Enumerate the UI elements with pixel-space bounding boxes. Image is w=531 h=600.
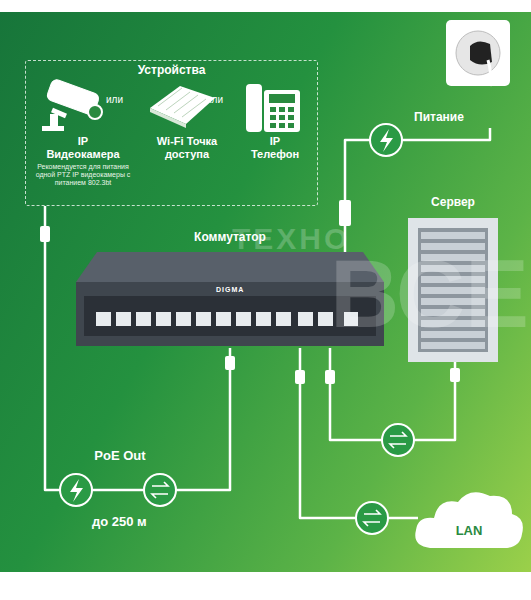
rack-slot	[421, 298, 485, 305]
rack-slot	[421, 254, 485, 261]
cable	[345, 128, 490, 252]
rack-slot	[421, 331, 485, 338]
phone-device: IP Телефон	[236, 135, 314, 175]
distance-note: до 250 м	[92, 514, 147, 529]
lan-cloud: LAN	[414, 496, 524, 550]
server: Сервер	[408, 218, 498, 362]
power-outlet	[446, 20, 510, 86]
watermark: ВСЕ	[330, 244, 529, 344]
wifi-device: Wi-Fi Точка доступа	[142, 135, 232, 175]
port	[136, 312, 151, 326]
node-title: Wi-Fi Точка доступа	[142, 135, 232, 161]
switch-illustration	[76, 252, 384, 346]
rack-slot	[421, 276, 485, 283]
node-title: LAN	[456, 523, 483, 538]
cable	[45, 206, 230, 490]
rack-slot	[421, 265, 485, 272]
node-title: IP Телефон	[251, 135, 299, 161]
node-title: Устройства	[26, 63, 317, 77]
port	[318, 312, 333, 326]
camera-device: IP ВидеокамераРекомендуется для питания …	[29, 135, 137, 203]
port	[176, 312, 191, 326]
rack-slot	[421, 320, 485, 327]
port	[276, 312, 291, 326]
rack-slot	[421, 232, 485, 239]
port	[344, 312, 358, 326]
port	[298, 312, 313, 326]
plug-icons	[40, 200, 460, 384]
cable	[300, 348, 418, 518]
rack-slot	[421, 287, 485, 294]
power-circle	[370, 124, 402, 156]
node-title: IP Видеокамера	[46, 135, 119, 161]
node-title: Питание	[414, 110, 464, 124]
rack-slot	[421, 342, 485, 349]
device-group: Устройства IP ВидеокамераРекомендуется дл…	[25, 60, 318, 206]
node-title: Коммутатор	[76, 230, 384, 244]
node-title: Сервер	[408, 195, 498, 209]
exchange-arrows	[152, 432, 406, 526]
port	[236, 312, 251, 326]
port	[256, 312, 271, 326]
port	[196, 312, 211, 326]
switch: КоммутаторDIGMA	[76, 252, 384, 348]
power-circle	[60, 474, 92, 506]
access-point-icon	[150, 86, 215, 128]
port	[116, 312, 131, 326]
port	[156, 312, 171, 326]
cloud-shape	[415, 492, 523, 548]
rack-slot	[421, 243, 485, 250]
server-rack	[408, 218, 498, 362]
separator-word: или	[106, 94, 123, 105]
port	[216, 312, 231, 326]
node-note: Рекомендуется для питания одной PTZ IP в…	[29, 163, 137, 187]
camera-icon	[42, 78, 102, 131]
phone-icon	[246, 84, 300, 132]
node-note: DIGMA	[216, 286, 244, 293]
data-circle	[144, 424, 414, 534]
separator-word: или	[206, 94, 223, 105]
port	[96, 312, 111, 326]
power-source: Питание	[400, 18, 514, 128]
edge-label: PoE Out	[94, 448, 145, 463]
rack-slot	[421, 309, 485, 316]
